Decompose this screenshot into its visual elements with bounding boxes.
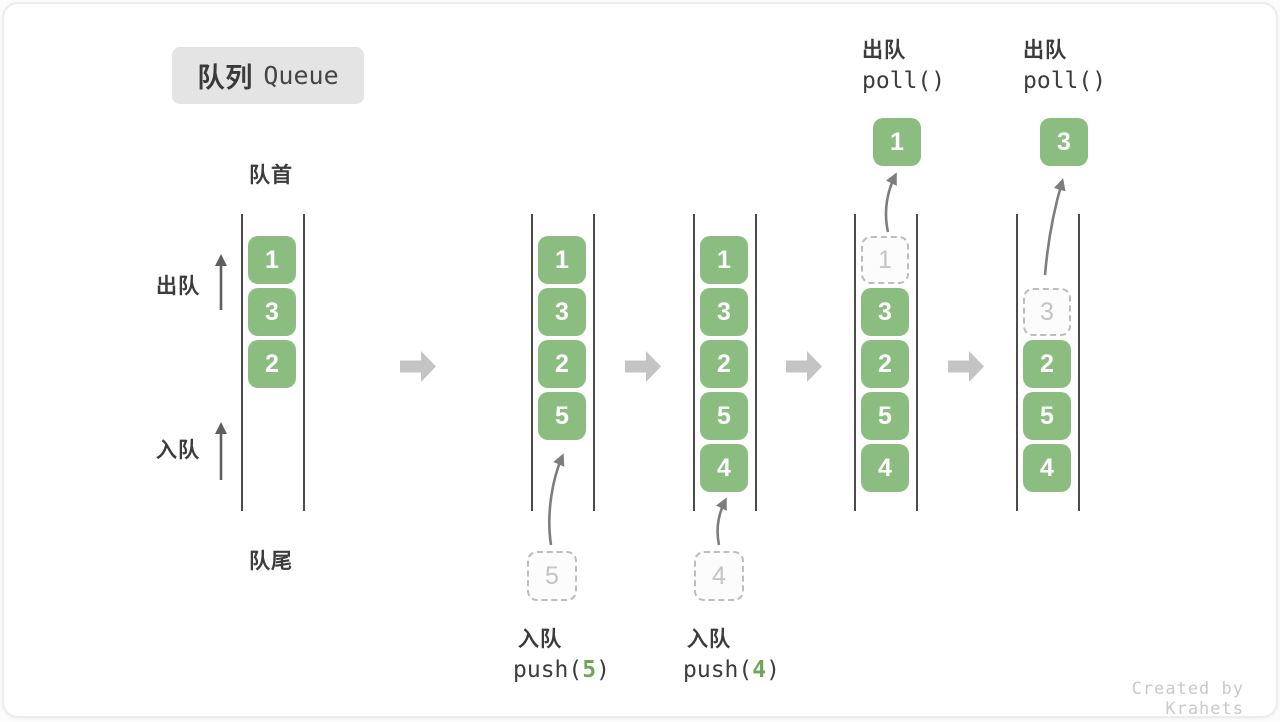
queue5-right-wall (1078, 214, 1080, 511)
queue3-right-wall (755, 214, 757, 511)
queue4-cell: 2 (861, 340, 909, 388)
queue4-removed-cell: 1 (861, 236, 909, 284)
poll2-code: poll() (1023, 68, 1107, 94)
queue1-cell: 2 (248, 340, 296, 388)
poll1-code: poll() (862, 68, 946, 94)
push4-arrow-icon (716, 497, 727, 546)
queue4-cell: 5 (861, 392, 909, 440)
push4-code: push(4) (683, 657, 780, 683)
push5-code: push(5) (513, 657, 610, 683)
queue5-left-wall (1016, 214, 1018, 511)
poll2-arrow-icon (1043, 178, 1066, 276)
queue5-cell: 4 (1023, 444, 1071, 492)
queue4-left-wall (854, 214, 856, 511)
queue1-cell: 3 (248, 288, 296, 336)
queue3-cell: 1 (700, 236, 748, 284)
queue2-cell: 5 (538, 392, 586, 440)
flow-arrow-icon (948, 351, 984, 382)
flow-arrow-icon (625, 351, 661, 382)
queue4-cell: 3 (861, 288, 909, 336)
poll2-label: 出队 (1023, 39, 1067, 62)
queue2-left-wall (531, 214, 533, 511)
label-queue-front: 队首 (249, 164, 293, 187)
queue3-incoming-cell: 4 (694, 551, 744, 601)
queue4-right-wall (916, 214, 918, 511)
queue2-incoming-cell: 5 (527, 551, 577, 601)
queue3-cell: 5 (700, 392, 748, 440)
queue5-polled-cell: 3 (1040, 118, 1088, 166)
queue2-right-wall (593, 214, 595, 511)
queue4-polled-cell: 1 (873, 118, 921, 166)
queue5-cell: 2 (1023, 340, 1071, 388)
push5-arg: 5 (582, 657, 597, 683)
queue2-cell: 1 (538, 236, 586, 284)
queue5-cell: 5 (1023, 392, 1071, 440)
poll1-label: 出队 (862, 39, 906, 62)
label-enqueue: 入队 (156, 439, 200, 462)
queue2-cell: 3 (538, 288, 586, 336)
flow-arrow-icon (400, 351, 436, 382)
title-chinese: 队列 (197, 63, 254, 93)
queue1-right-wall (303, 214, 305, 511)
push5-arrow-icon (548, 453, 565, 546)
queue3-left-wall (693, 214, 695, 511)
queue4-cell: 4 (861, 444, 909, 492)
push5-label: 入队 (518, 628, 562, 651)
queue5-removed-cell: 3 (1023, 288, 1071, 336)
watermark: Created by Krahets (1131, 679, 1244, 718)
queue1-cell: 1 (248, 236, 296, 284)
queue2-cell: 2 (538, 340, 586, 388)
title-english: Queue (263, 61, 339, 90)
push4-arg: 4 (752, 657, 767, 683)
title-badge: 队列 Queue (172, 47, 364, 104)
push4-label: 入队 (687, 628, 731, 651)
queue3-cell: 3 (700, 288, 748, 336)
flow-arrow-icon (786, 351, 822, 382)
queue1-left-wall (241, 214, 243, 511)
label-dequeue: 出队 (156, 275, 200, 298)
queue3-cell: 4 (700, 444, 748, 492)
queue3-cell: 2 (700, 340, 748, 388)
poll1-arrow-icon (884, 172, 897, 233)
label-queue-rear: 队尾 (249, 550, 293, 573)
